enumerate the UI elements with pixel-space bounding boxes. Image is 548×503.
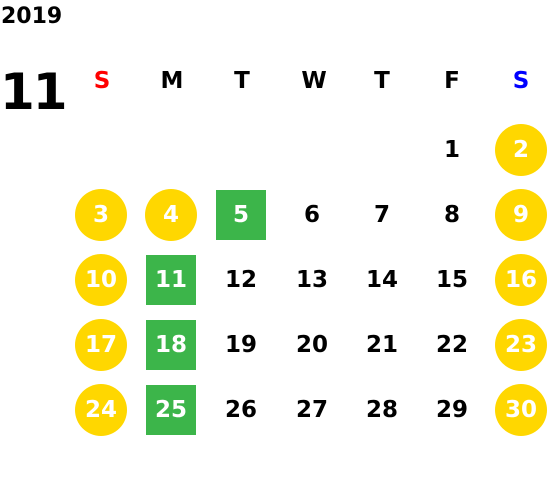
day-cell[interactable]: 14 bbox=[365, 267, 398, 293]
weekday-header-monday: M bbox=[160, 68, 184, 94]
day-cell[interactable]: 5 bbox=[216, 190, 266, 240]
day-cell[interactable]: 16 bbox=[495, 254, 547, 306]
calendar-year: 2019 bbox=[1, 4, 63, 29]
day-cell[interactable]: 21 bbox=[365, 332, 398, 358]
day-cell[interactable]: 11 bbox=[146, 255, 196, 305]
day-cell[interactable]: 22 bbox=[435, 332, 468, 358]
weekday-header-thursday: T bbox=[374, 68, 390, 94]
day-cell[interactable]: 29 bbox=[435, 397, 468, 423]
day-cell[interactable]: 23 bbox=[495, 319, 547, 371]
day-cell[interactable]: 15 bbox=[435, 267, 468, 293]
day-cell[interactable]: 19 bbox=[224, 332, 257, 358]
day-cell[interactable]: 10 bbox=[75, 254, 127, 306]
day-cell[interactable]: 28 bbox=[365, 397, 398, 423]
day-cell[interactable]: 24 bbox=[75, 384, 127, 436]
day-cell[interactable]: 17 bbox=[75, 319, 127, 371]
weekday-header-sunday: S bbox=[93, 68, 111, 94]
day-cell[interactable]: 3 bbox=[75, 189, 127, 241]
day-cell[interactable]: 27 bbox=[295, 397, 328, 423]
day-cell[interactable]: 8 bbox=[443, 202, 460, 228]
weekday-header-wednesday: W bbox=[301, 68, 327, 94]
day-cell[interactable]: 2 bbox=[495, 124, 547, 176]
day-cell[interactable]: 26 bbox=[224, 397, 257, 423]
day-cell[interactable]: 4 bbox=[145, 189, 197, 241]
day-cell[interactable]: 30 bbox=[495, 384, 547, 436]
day-cell[interactable]: 1 bbox=[443, 137, 460, 163]
day-cell[interactable]: 9 bbox=[495, 189, 547, 241]
day-cell[interactable]: 12 bbox=[224, 267, 257, 293]
day-cell[interactable]: 25 bbox=[146, 385, 196, 435]
calendar-month: 11 bbox=[0, 63, 68, 121]
day-cell[interactable]: 7 bbox=[373, 202, 390, 228]
weekday-header-tuesday: T bbox=[234, 68, 250, 94]
day-cell[interactable]: 18 bbox=[146, 320, 196, 370]
day-cell[interactable]: 20 bbox=[295, 332, 328, 358]
weekday-header-saturday: S bbox=[512, 68, 530, 94]
day-cell[interactable]: 6 bbox=[303, 202, 320, 228]
weekday-header-friday: F bbox=[444, 68, 460, 94]
day-cell[interactable]: 13 bbox=[295, 267, 328, 293]
